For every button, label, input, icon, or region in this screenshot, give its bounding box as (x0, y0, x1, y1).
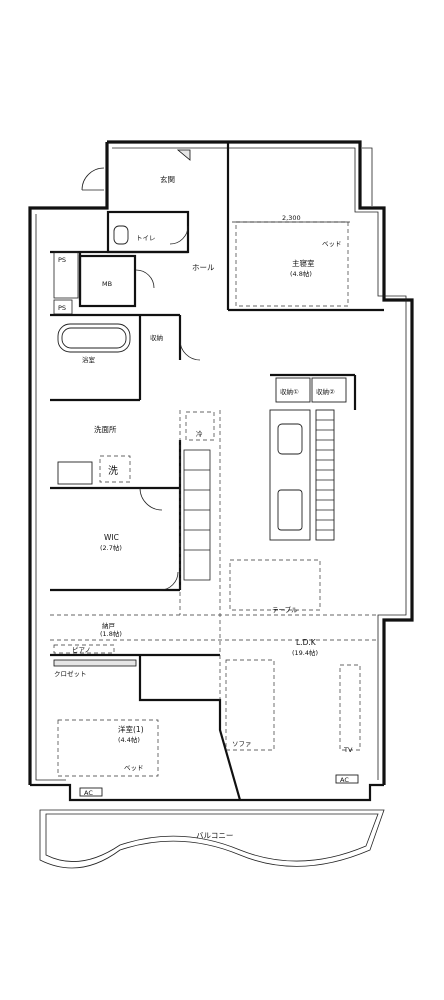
label-ps-lower: PS (58, 304, 66, 312)
label-toilet: トイレ (136, 234, 156, 242)
wic-door (139, 487, 163, 511)
label-washer: 洗 (108, 465, 118, 477)
label-piano: ピアノ (72, 646, 91, 654)
sofa (225, 659, 275, 751)
wash-basin (57, 461, 93, 485)
label-master-bedroom-size: (4.8帖) (290, 269, 312, 278)
label-bathroom: 浴室 (82, 355, 96, 364)
label-wic: WIC (104, 533, 119, 542)
label-wic-size: (2.7帖) (100, 543, 122, 552)
label-storage: 収納 (150, 333, 163, 342)
label-mb: MB (102, 280, 112, 288)
label-sofa: ソファ (232, 740, 252, 748)
label-hall: ホール (192, 263, 215, 272)
hall-door (179, 339, 201, 361)
piano-outline (53, 644, 115, 654)
mb-door (135, 269, 155, 289)
nando-door (159, 571, 179, 591)
label-tv: TV (343, 746, 353, 754)
label-washroom: 洗面所 (94, 424, 117, 434)
ac-unit-left (79, 787, 103, 797)
label-storage-2: 収納② (316, 387, 335, 396)
outer-walls (28, 140, 414, 802)
label-ldk: L.D.K (296, 638, 317, 647)
genkan-step (176, 149, 191, 161)
fridge-space (185, 411, 215, 441)
label-bed-lower: ベッド (124, 764, 144, 772)
label-master-bedroom: 主寝室 (292, 258, 315, 268)
label-western-room: 洋室(1) (118, 724, 144, 734)
western-bed (57, 719, 159, 777)
entry-door (81, 167, 105, 191)
label-balcony: バルコニー (196, 831, 233, 840)
doors (81, 167, 201, 591)
label-dimension: 2,300 (282, 214, 301, 222)
label-western-room-size: (4.4帖) (118, 735, 140, 744)
storage-2-box (311, 377, 347, 403)
pantry-shelving (315, 409, 335, 541)
balcony (39, 809, 385, 869)
label-bed-upper: ベッド (322, 240, 342, 248)
fixtures (53, 149, 361, 777)
label-nando: 納戸 (102, 621, 116, 630)
label-closet: クロゼット (54, 669, 87, 678)
ac-unit-right (335, 774, 359, 784)
kitchen-sink (277, 423, 303, 455)
washer-pan (99, 455, 131, 483)
label-fridge: 冷 (196, 429, 203, 438)
label-table: テーブル (272, 605, 298, 614)
toilet-bowl (113, 225, 129, 245)
label-ldk-size: (19.4帖) (292, 648, 318, 657)
label-genkan: 玄関 (160, 174, 175, 184)
tv-stand (339, 664, 361, 751)
label-nando-size: (1.8帖) (100, 629, 122, 638)
label-ac-1: AC (84, 789, 93, 797)
label-ps-upper: PS (58, 256, 66, 264)
room-labels: 玄関 トイレ ホール 主寝室 (4.8帖) PS PS MB 収納 浴室 洗面所… (54, 174, 353, 840)
toilet-door (169, 225, 189, 245)
cooktop (277, 489, 303, 531)
storage-1-box (275, 377, 311, 403)
interior-walls (50, 142, 384, 801)
label-ac-2: AC (340, 776, 349, 784)
dining-table (229, 559, 321, 611)
label-storage-1: 収納① (280, 387, 299, 396)
closet-shelf (53, 659, 137, 667)
